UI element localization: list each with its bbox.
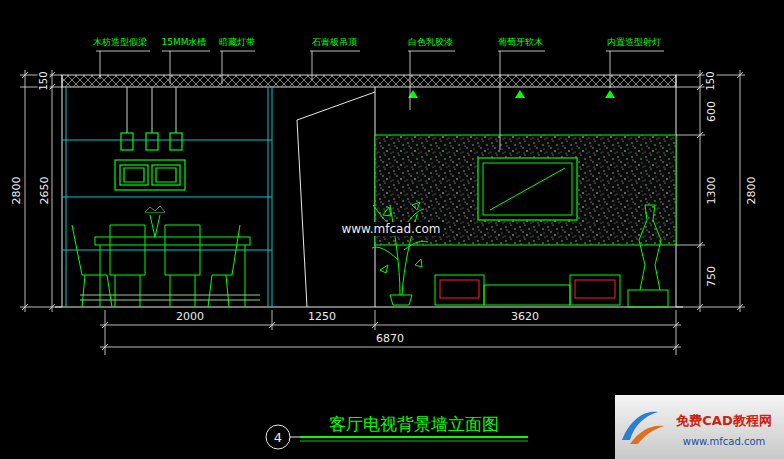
dimension: 750 — [705, 264, 718, 289]
dimension: 2000 — [174, 310, 206, 323]
callout-label: 15MM水槽 — [160, 37, 209, 48]
dimension: 150 — [38, 69, 50, 92]
callout-number: 4 — [274, 431, 282, 444]
dimension: 2650 — [38, 174, 51, 206]
callout-label: 暗藏灯带 — [217, 37, 257, 48]
callout-label: 葡萄牙软木 — [496, 37, 545, 48]
dimension: 1300 — [705, 174, 718, 206]
dimension: 600 — [705, 99, 718, 124]
logo-url: www.mfcad.com — [683, 437, 766, 447]
dimension: 2800 — [745, 174, 758, 206]
dimension: 6870 — [374, 332, 406, 345]
callout-label: 白色乳胶漆 — [406, 37, 455, 48]
callout-label: 木枋造型假梁 — [91, 37, 149, 48]
callout-label: 内置造型射灯 — [605, 37, 663, 48]
drawing-title: 客厅电视背景墙立面图 — [329, 416, 499, 433]
dimension: 150 — [705, 69, 717, 92]
dimension: 1250 — [306, 310, 338, 323]
watermark: www.mfcad.com — [339, 222, 442, 236]
dimension: 3620 — [509, 310, 541, 323]
callout-label: 石膏板吊顶 — [310, 37, 359, 48]
dimension: 2800 — [10, 174, 23, 206]
logo-text: 免费CAD教程网 — [676, 414, 771, 427]
